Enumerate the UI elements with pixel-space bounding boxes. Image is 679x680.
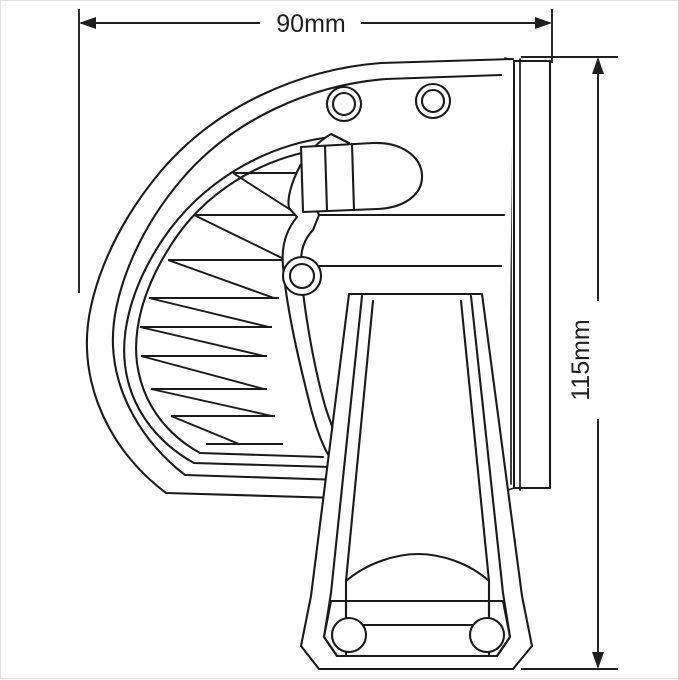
fin-line-04 bbox=[193, 214, 287, 261]
fin-line-08 bbox=[148, 297, 270, 328]
dimension-label-height: 115mm bbox=[567, 319, 595, 401]
reflector-outer-arc bbox=[123, 135, 333, 469]
bolt-holes bbox=[281, 82, 452, 297]
bracket-web-profile bbox=[344, 299, 491, 583]
fin-line-02 bbox=[232, 172, 298, 215]
reflector-inner-arc bbox=[135, 147, 325, 459]
dimension-height-115mm: 115mm bbox=[521, 56, 618, 670]
bulb-capsule-body bbox=[299, 141, 424, 214]
reflector-bowl bbox=[123, 135, 333, 469]
lens-outer-rect bbox=[512, 59, 552, 490]
dimension-label-width: 90mm bbox=[276, 10, 345, 38]
arrow-head-left-icon bbox=[79, 17, 96, 29]
bulb-capsule-divider-1 bbox=[350, 142, 356, 212]
fin-line-06 bbox=[167, 259, 275, 299]
bulb-capsule-divider-2 bbox=[323, 144, 329, 213]
base-plate-foot-outline bbox=[322, 599, 512, 658]
bracket-outer-profile bbox=[299, 292, 534, 671]
base-plate bbox=[322, 599, 512, 658]
fin-line-14 bbox=[150, 388, 273, 417]
arrow-head-top-icon bbox=[592, 57, 604, 74]
base-bolt-hole-left bbox=[330, 616, 368, 654]
fin-line-10 bbox=[139, 326, 265, 357]
base-bolt-hole-right bbox=[468, 616, 506, 654]
fin-line-16 bbox=[170, 415, 240, 445]
mid-bolt-hole-outer bbox=[281, 255, 323, 297]
dimension-width-90mm: 90mm bbox=[78, 9, 553, 293]
fin-line-12 bbox=[140, 355, 265, 390]
arrow-head-right-icon bbox=[535, 17, 552, 29]
reflector-fins bbox=[139, 172, 318, 445]
housing-inner-profile bbox=[111, 73, 503, 482]
top-bolt-hole-left-inner bbox=[331, 91, 357, 117]
bulb-capsule bbox=[299, 141, 424, 214]
top-bolt-hole-right-inner bbox=[420, 88, 446, 114]
mid-bolt-hole-inner bbox=[288, 262, 316, 290]
mounting-bracket bbox=[299, 292, 534, 671]
arrow-head-bottom-icon bbox=[592, 652, 604, 669]
